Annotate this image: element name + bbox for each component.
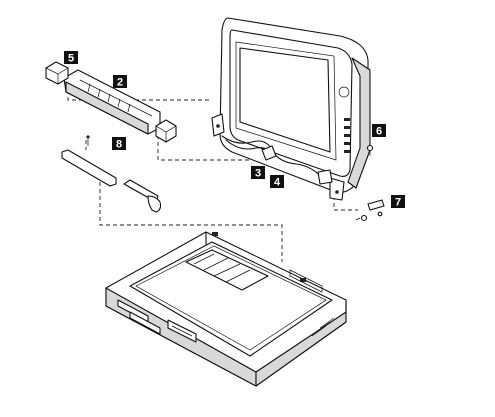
- callout-8-label: 8: [116, 139, 122, 151]
- screws: [355, 144, 385, 222]
- base-side-vents: [311, 317, 335, 337]
- lcd-cable-assembly: [221, 135, 333, 185]
- callout-3: 3: [251, 166, 265, 180]
- callout-4-label: 4: [274, 177, 281, 189]
- left-hinge-cap: [45, 61, 69, 85]
- callout-4: 4: [270, 175, 284, 189]
- latch-rod-assembly: [61, 135, 162, 213]
- callout-2-label: 2: [117, 77, 123, 89]
- callout-6: 6: [372, 124, 386, 138]
- right-hinge-cap: [155, 119, 177, 143]
- callout-2: 2: [113, 75, 127, 89]
- hinge-cover-ribs: [87, 83, 131, 113]
- callout-5-label: 5: [68, 53, 74, 65]
- callout-6-label: 6: [376, 126, 382, 138]
- callout-5: 5: [64, 51, 78, 65]
- callout-8: 8: [112, 137, 126, 151]
- base-unit: [105, 231, 347, 387]
- callout-7-label: 7: [395, 197, 401, 209]
- hinge-cover: [63, 69, 161, 135]
- display-side-slots: [344, 118, 350, 153]
- base-front-connectors: [117, 299, 197, 343]
- lcd-display-assembly: [211, 17, 371, 201]
- callout-7: 7: [391, 195, 405, 209]
- callout-3-label: 3: [255, 168, 261, 180]
